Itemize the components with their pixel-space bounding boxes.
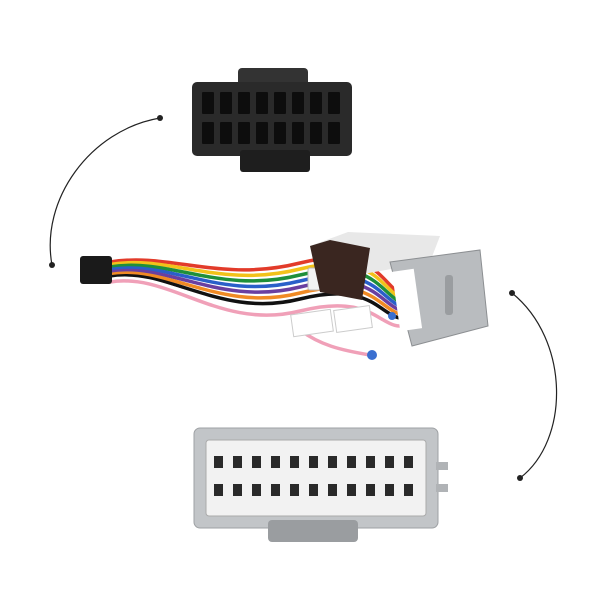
- wire-tag: [290, 308, 334, 338]
- wire-cap: [388, 312, 396, 320]
- wire: [108, 256, 412, 302]
- pin-slot: [309, 456, 318, 468]
- pin-slot: [214, 456, 223, 468]
- pin-slot: [220, 92, 232, 114]
- arrow-dot: [49, 262, 55, 268]
- arrow-dot: [157, 115, 163, 121]
- pin-slot: [271, 484, 280, 496]
- pin-slot: [366, 484, 375, 496]
- arrow-dot: [509, 290, 515, 296]
- pin-slot: [347, 456, 356, 468]
- pin-slot: [274, 92, 286, 114]
- pin-slot: [252, 456, 261, 468]
- pin-slot: [310, 122, 322, 144]
- small-black-plug: [80, 256, 112, 284]
- pin-slot: [309, 484, 318, 496]
- pin-slot: [238, 92, 250, 114]
- pin-slot: [233, 456, 242, 468]
- wire-cap: [367, 350, 377, 360]
- wire: [108, 271, 412, 317]
- pin-slot: [385, 484, 394, 496]
- pin-slot: [404, 456, 413, 468]
- pin-slot: [310, 92, 322, 114]
- grey-multi-pin-connector: [193, 427, 448, 542]
- pin-slot: [256, 122, 268, 144]
- wire: [108, 276, 412, 324]
- wire-tag: [333, 305, 373, 333]
- pin-slot: [347, 484, 356, 496]
- pin-slot: [202, 92, 214, 114]
- pin-slot: [292, 122, 304, 144]
- pin-slot: [238, 122, 250, 144]
- pin-slot: [202, 122, 214, 144]
- pin-slot: [290, 456, 299, 468]
- pin-slot: [256, 92, 268, 114]
- grey-plug: [389, 249, 489, 347]
- pin-slot: [274, 122, 286, 144]
- black-iso-connector: [192, 68, 352, 172]
- pin-slot: [292, 92, 304, 114]
- wire: [108, 266, 412, 311]
- pin-slot: [328, 92, 340, 114]
- pin-slot: [366, 456, 375, 468]
- pin-slot: [328, 122, 340, 144]
- wire: [108, 268, 412, 314]
- curved-arrow-right: [511, 292, 558, 479]
- wire: [108, 263, 412, 308]
- wire: [108, 279, 412, 328]
- pin-slot: [252, 484, 261, 496]
- pin-slot: [404, 484, 413, 496]
- wire: [108, 274, 412, 321]
- wire: [108, 260, 412, 305]
- pin-slot: [385, 456, 394, 468]
- pin-slot: [328, 484, 337, 496]
- pin-slot: [290, 484, 299, 496]
- pin-slot: [220, 122, 232, 144]
- pin-slot: [328, 456, 337, 468]
- curved-arrow-left: [49, 117, 161, 266]
- decoder-module: [310, 232, 440, 300]
- pin-slot: [233, 484, 242, 496]
- pin-slot: [271, 456, 280, 468]
- pin-slot: [214, 484, 223, 496]
- arrow-dot: [517, 475, 523, 481]
